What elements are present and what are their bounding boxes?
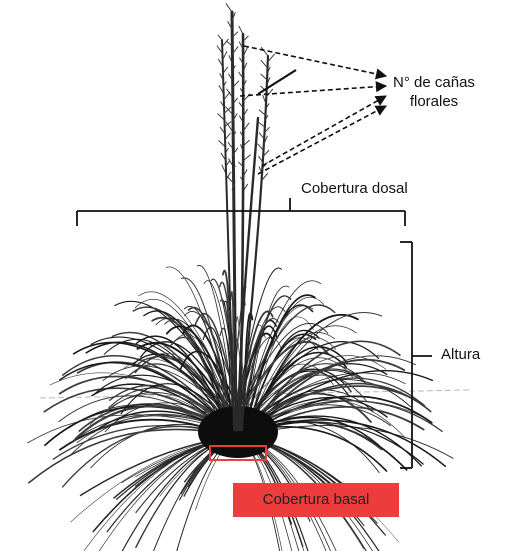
- spikelet-hair: [259, 133, 264, 139]
- flower-stalks-label-line1: N° de cañas: [384, 74, 484, 93]
- spikelet-hair: [259, 110, 265, 115]
- arrow-5: [258, 70, 296, 94]
- spikelet-hair: [226, 3, 232, 12]
- arrow-1: [244, 46, 386, 76]
- spikelet-hair: [244, 169, 247, 175]
- spikelet-hair: [258, 144, 264, 151]
- spikelet-hair: [222, 39, 228, 47]
- height-bracket: [400, 242, 432, 468]
- spikelet-hair: [239, 26, 243, 34]
- spikelet-hair: [261, 47, 268, 56]
- canopy-cover-label: Cobertura dosal: [299, 180, 410, 199]
- arrow-3: [262, 96, 386, 166]
- arrow-4: [258, 106, 386, 174]
- spikelet-hair: [261, 60, 268, 68]
- spikelet-hair: [218, 35, 222, 40]
- spikelet-hair: [261, 74, 267, 80]
- spikelet-hair: [244, 155, 251, 161]
- spikelet-hair: [219, 140, 226, 146]
- flower-stalks-label-line2: florales: [384, 93, 484, 112]
- spikelet-hair: [228, 142, 232, 147]
- height-label: Altura: [441, 346, 480, 365]
- basal-cover-label: Cobertura basal: [233, 483, 399, 517]
- spikelet-hair: [244, 184, 248, 190]
- spikelet-hair: [258, 122, 265, 127]
- spikelet-hair: [218, 113, 225, 120]
- flower-stalk-arrows: [240, 46, 386, 174]
- flower-stalks-label: N° de cañas florales: [384, 74, 484, 112]
- canopy-cover-bracket: [77, 198, 405, 226]
- spikelet-hair: [244, 140, 250, 145]
